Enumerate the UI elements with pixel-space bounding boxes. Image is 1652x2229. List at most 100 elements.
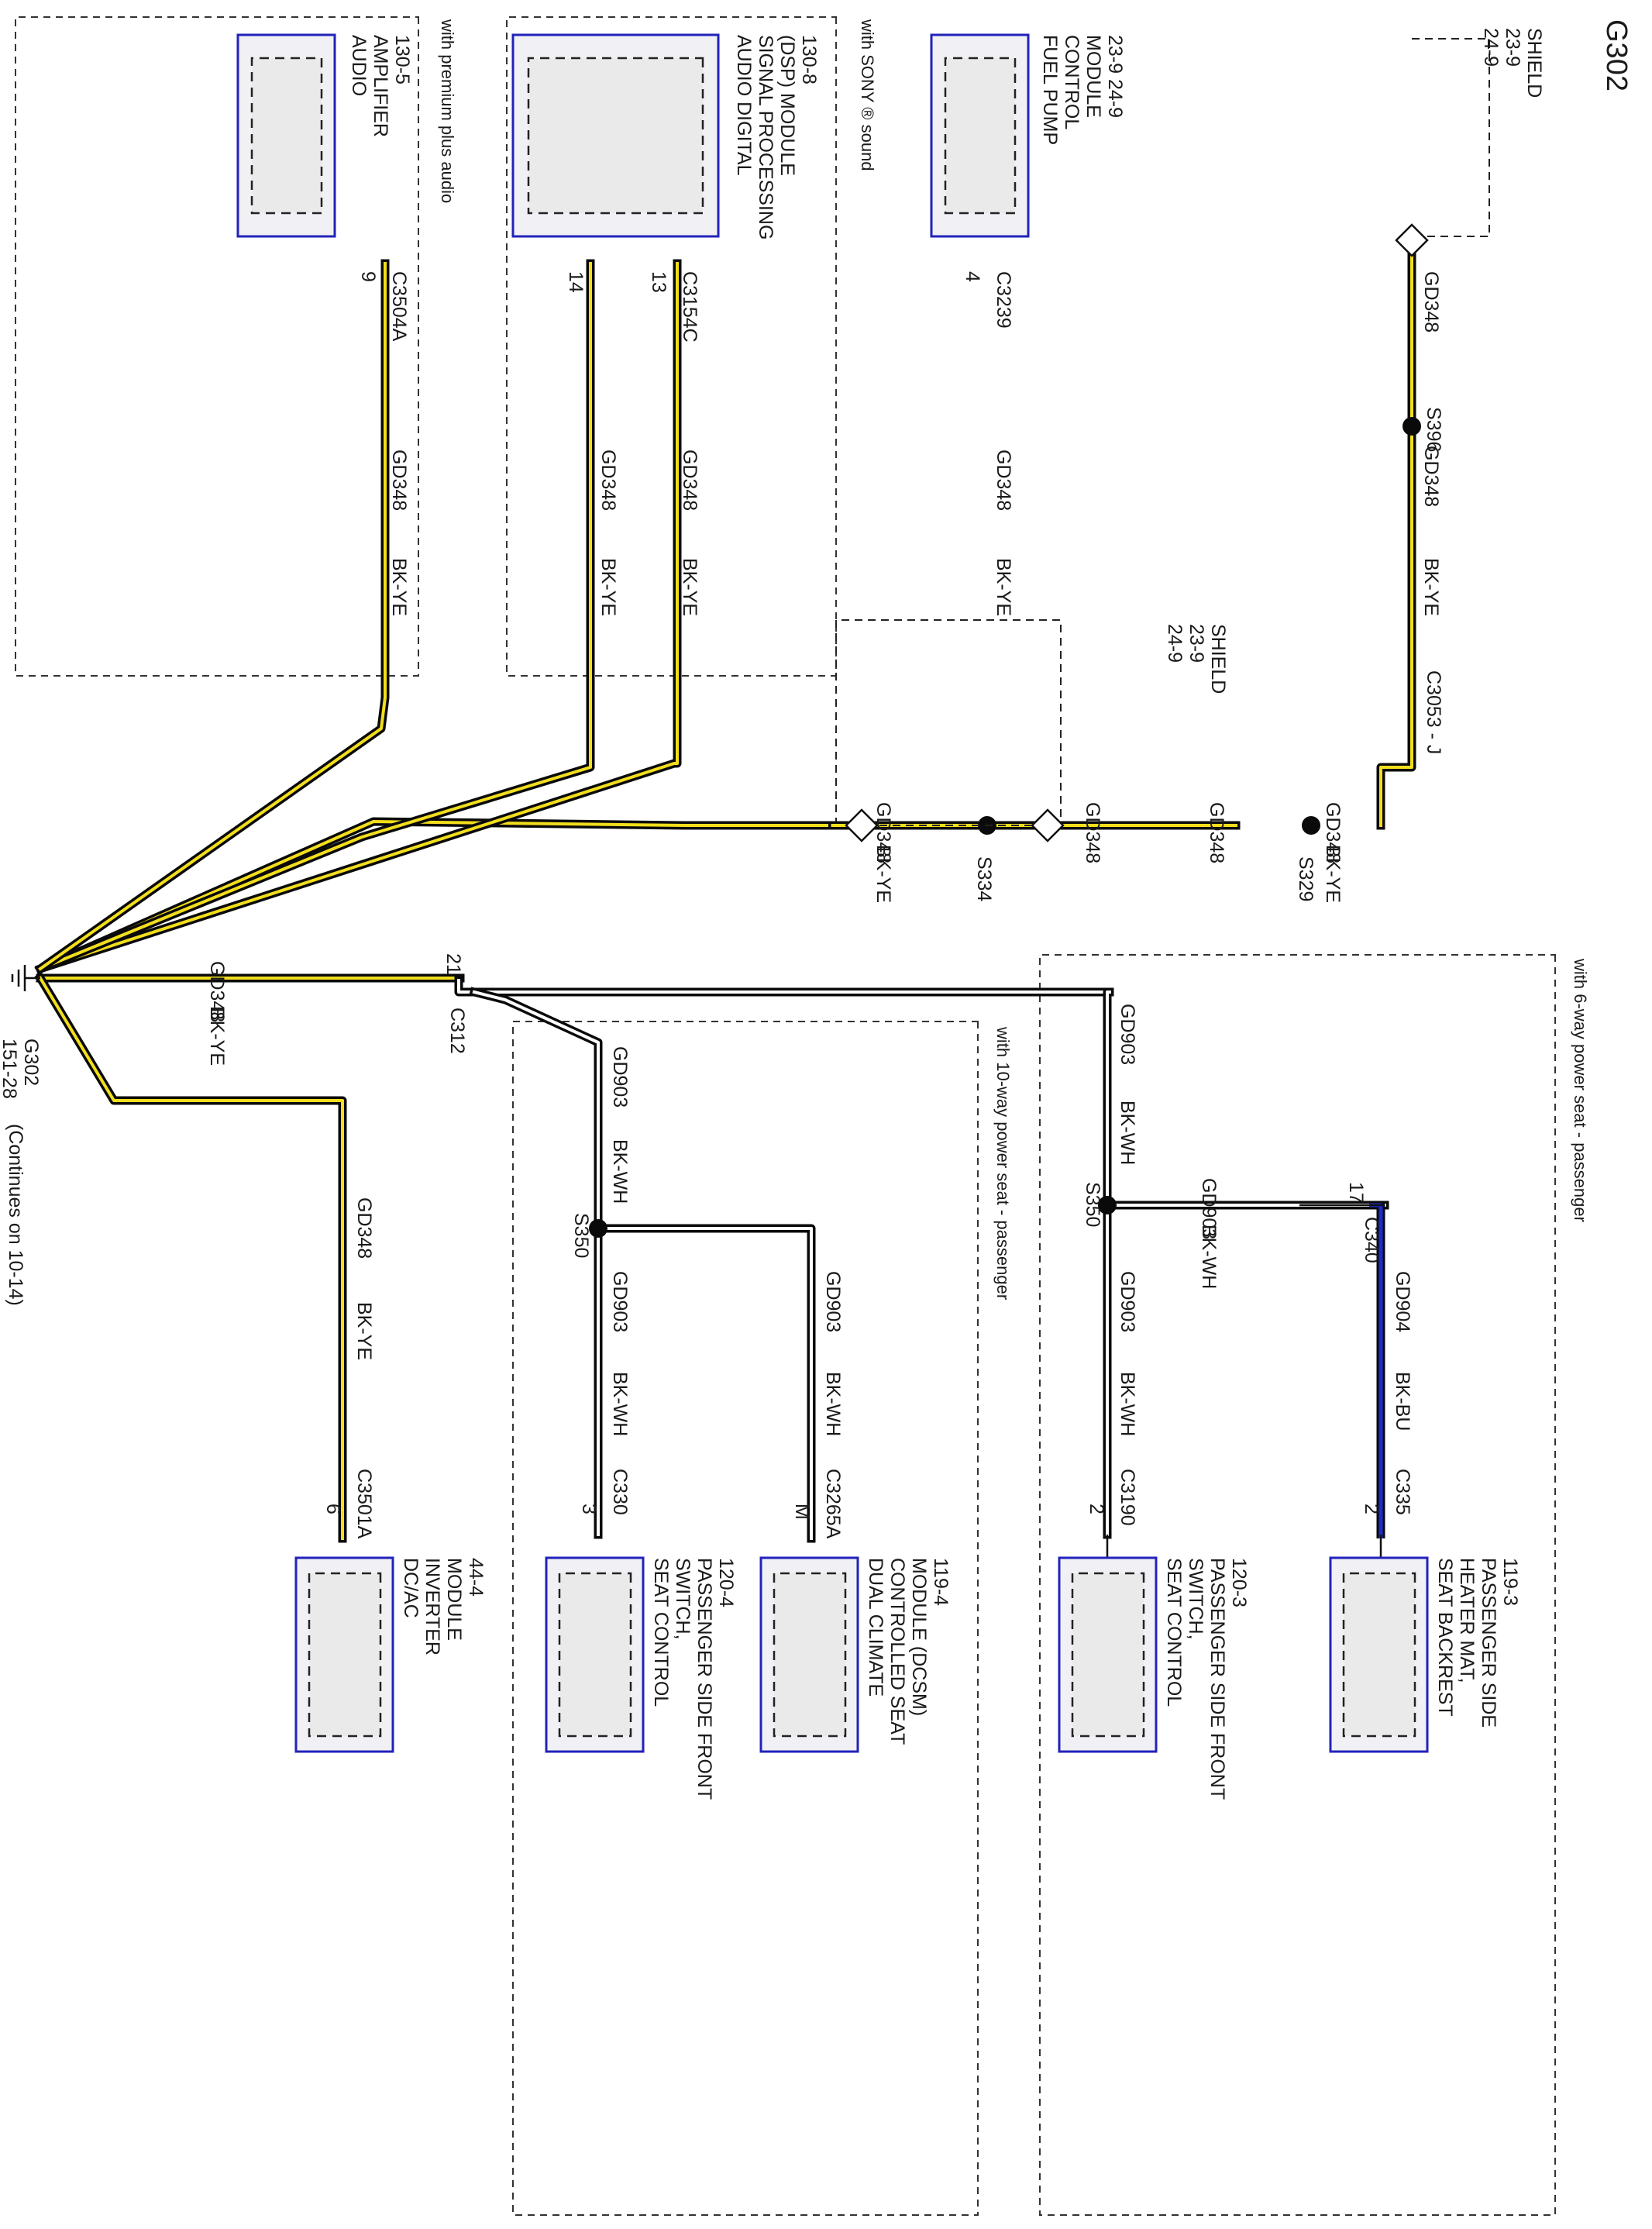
dcsm-text: DUAL CLIMATE CONTROLLED SEAT MODULE (DCS… <box>865 1558 952 1745</box>
svg-text:BK-BU: BK-BU <box>1392 1372 1413 1431</box>
svg-text:SWITCH,: SWITCH, <box>672 1558 693 1640</box>
ground-symbol-icon <box>11 965 40 991</box>
svg-text:23-9: 23-9 <box>1502 28 1523 67</box>
splice-labels: S396 S329 S334 S350 S350 <box>570 407 1444 1258</box>
sony-enclosure <box>506 16 837 677</box>
ground-continues: (Continues on 10-14) <box>5 1124 26 1306</box>
splice-s396 <box>1402 417 1421 436</box>
svg-text:S396: S396 <box>1423 407 1444 452</box>
svg-text:GD348: GD348 <box>872 802 894 863</box>
svg-text:C312: C312 <box>446 1008 468 1054</box>
svg-text:BK-YE: BK-YE <box>679 558 700 616</box>
svg-text:C3504A: C3504A <box>388 271 410 342</box>
wire-gd903-bundle <box>454 976 1389 1543</box>
svg-text:S350: S350 <box>1082 1182 1103 1227</box>
six-way-label: with 6-way power seat - passenger <box>1571 958 1590 1222</box>
diagram-title: G302 <box>1600 19 1633 91</box>
svg-text:HEATER MAT,: HEATER MAT, <box>1456 1558 1478 1683</box>
svg-text:C3265A: C3265A <box>822 1469 844 1539</box>
component-inverter <box>294 1556 394 1753</box>
svg-text:119-4: 119-4 <box>930 1558 952 1606</box>
premium-audio-label: with premium plus audio <box>438 19 457 203</box>
svg-text:4: 4 <box>962 271 983 282</box>
svg-text:C3190: C3190 <box>1117 1469 1138 1526</box>
svg-text:SWITCH,: SWITCH, <box>1185 1558 1206 1640</box>
svg-text:AUDIO: AUDIO <box>348 35 370 96</box>
svg-text:9: 9 <box>357 271 379 282</box>
shield-top-outline <box>1412 38 1490 237</box>
dsp-text: AUDIO DIGITAL SIGNAL PROCESSING (DSP) MO… <box>733 35 820 239</box>
svg-text:S329: S329 <box>1295 856 1316 901</box>
svg-text:FUEL PUMP: FUEL PUMP <box>1039 35 1061 145</box>
wire-gd348-bundle <box>34 236 1416 1543</box>
svg-text:MODULE: MODULE <box>1082 35 1104 118</box>
svg-text:2: 2 <box>1086 1504 1107 1514</box>
svg-text:C3239: C3239 <box>993 271 1014 329</box>
six-way-seat-enclosure <box>1039 954 1556 2216</box>
ground-name: G302 <box>20 1039 42 1086</box>
svg-text:S334: S334 <box>973 856 995 901</box>
svg-text:GD348: GD348 <box>597 450 619 511</box>
svg-text:BK-YE: BK-YE <box>353 1302 375 1360</box>
ten-way-seat-enclosure <box>512 1021 979 2216</box>
sony-label: with SONY ® sound <box>858 19 877 171</box>
svg-text:GD903: GD903 <box>1117 1004 1138 1065</box>
svg-text:GD903: GD903 <box>609 1046 631 1108</box>
svg-text:CONTROLLED SEAT: CONTROLLED SEAT <box>886 1558 908 1745</box>
shield-top-label: SHIELD <box>1523 28 1545 98</box>
svg-text:BK-YE: BK-YE <box>1420 558 1442 616</box>
svg-text:BK-YE: BK-YE <box>206 1008 228 1066</box>
svg-text:SEAT CONTROL: SEAT CONTROL <box>650 1558 672 1707</box>
component-dcsm <box>759 1556 859 1753</box>
svg-text:PASSENGER SIDE: PASSENGER SIDE <box>1478 1558 1499 1728</box>
svg-text:GD348: GD348 <box>993 450 1014 511</box>
seat6-text: SEAT CONTROL SWITCH, PASSENGER SIDE FRON… <box>1163 1558 1250 1800</box>
svg-text:PASSENGER SIDE FRONT: PASSENGER SIDE FRONT <box>693 1558 715 1800</box>
svg-text:13: 13 <box>648 271 669 293</box>
svg-text:BK-YE: BK-YE <box>1322 845 1344 903</box>
svg-text:MODULE (DCSM): MODULE (DCSM) <box>908 1558 930 1716</box>
svg-text:44-4: 44-4 <box>465 1558 487 1597</box>
svg-text:C3154C: C3154C <box>679 271 700 343</box>
svg-text:GD348: GD348 <box>1322 802 1344 863</box>
shield-mid-outline <box>835 619 1062 825</box>
fuel-pump-text: FUEL PUMP CONTROL MODULE 23-9 24-9 <box>1039 35 1126 145</box>
svg-text:SEAT CONTROL: SEAT CONTROL <box>1163 1558 1185 1707</box>
backrest-text: SEAT BACKREST HEATER MAT, PASSENGER SIDE… <box>1434 1558 1521 1728</box>
svg-text:S350: S350 <box>570 1213 592 1258</box>
svg-text:BK-WH: BK-WH <box>1198 1225 1220 1289</box>
shield-mid-label: SHIELD <box>1207 624 1229 694</box>
svg-text:BK-WH: BK-WH <box>1117 1101 1138 1165</box>
svg-text:C330: C330 <box>609 1469 631 1515</box>
svg-text:BK-WH: BK-WH <box>609 1372 631 1436</box>
connector-labels: C3053 - J C3239 4 C3154C 13 14 C3504A 9 … <box>322 271 1444 1539</box>
svg-text:C340: C340 <box>1361 1217 1382 1263</box>
svg-text:119-3: 119-3 <box>1499 1558 1521 1606</box>
svg-text:C3053 - J: C3053 - J <box>1423 670 1444 754</box>
svg-text:PASSENGER SIDE FRONT: PASSENGER SIDE FRONT <box>1206 1558 1228 1800</box>
component-dsp <box>511 33 720 238</box>
svg-text:14: 14 <box>565 271 587 293</box>
svg-text:C335: C335 <box>1392 1469 1413 1515</box>
svg-text:GD348: GD348 <box>353 1197 375 1259</box>
svg-text:6: 6 <box>322 1504 344 1514</box>
svg-text:BK-YE: BK-YE <box>993 558 1014 616</box>
svg-text:3: 3 <box>578 1504 600 1514</box>
svg-text:DUAL CLIMATE: DUAL CLIMATE <box>865 1558 886 1697</box>
svg-text:23-9: 23-9 <box>1186 624 1207 663</box>
svg-text:C3501A: C3501A <box>353 1469 375 1539</box>
svg-text:BK-WH: BK-WH <box>1117 1372 1138 1436</box>
wire-labels-gd348: GD348 GD348 BK-YE GD348 GD348 GD348 GD34… <box>206 271 1442 1360</box>
svg-text:MODULE: MODULE <box>443 1558 465 1641</box>
svg-text:DC/AC: DC/AC <box>400 1558 422 1618</box>
svg-text:120-4: 120-4 <box>715 1558 737 1607</box>
shield-mid-diamond-b <box>845 808 879 842</box>
ten-way-label: with 10-way power seat - passenger <box>993 1026 1013 1300</box>
svg-text:GD348: GD348 <box>1420 271 1442 332</box>
seat10-text: SEAT CONTROL SWITCH, PASSENGER SIDE FRON… <box>650 1558 737 1800</box>
svg-text:GD903: GD903 <box>822 1271 844 1332</box>
splice-s350-10way <box>589 1219 607 1238</box>
shield-mid-diamond-a <box>1031 808 1065 842</box>
svg-text:21: 21 <box>442 953 464 975</box>
